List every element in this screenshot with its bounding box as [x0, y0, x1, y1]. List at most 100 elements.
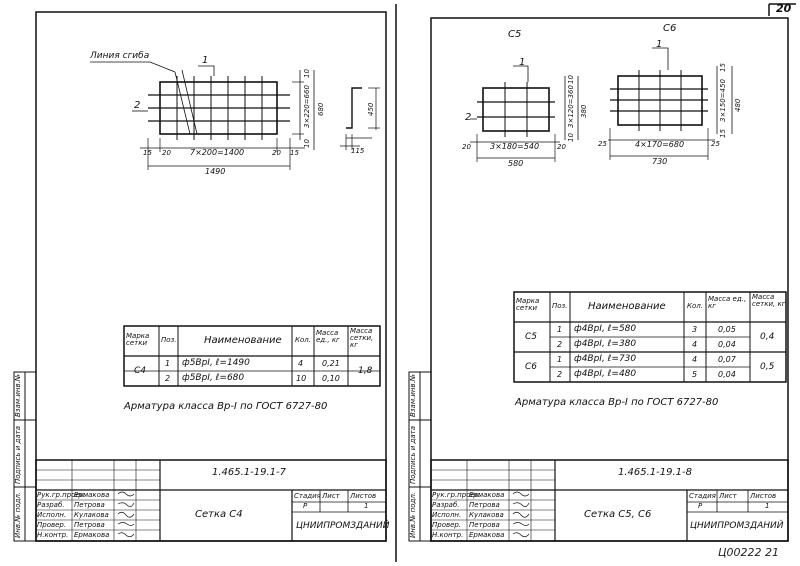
position-1-label: 1	[202, 55, 209, 66]
spec-mark: С5	[525, 332, 538, 342]
position-1-label: 1	[519, 57, 526, 68]
dimension-label: 3×150=450	[719, 79, 727, 122]
rebar-class-note: Арматура класса Вр-I по ГОСТ 6727-80	[124, 401, 328, 412]
dimension-label: 580	[508, 159, 524, 168]
dimension-label: 20	[462, 143, 471, 151]
dimension-label: 10	[567, 133, 575, 142]
dimension-label: 10	[303, 139, 311, 148]
spec-total-mass: 0,4	[760, 332, 775, 342]
spec-row-qty: 4	[692, 355, 698, 364]
document-code: 1.465.1-19.1-7	[212, 467, 287, 478]
spec-row-qty: 3	[692, 325, 698, 334]
person-name: Кулакова	[469, 511, 504, 519]
sheets-header: Листов	[350, 492, 377, 500]
stage-value: Р	[698, 502, 703, 510]
spec-header-unit-mass: Масса ед., кг	[708, 295, 747, 310]
position-2-label: 2	[134, 100, 141, 111]
spec-row-mass: 0,05	[718, 325, 736, 334]
rebar-class-note: Арматура класса Вр-I по ГОСТ 6727-80	[515, 397, 719, 408]
mesh-c5-label: С5	[508, 29, 522, 40]
spec-row-pos: 2	[557, 340, 563, 349]
spec-mark: С4	[134, 366, 147, 376]
spec-total-mass: 1,8	[358, 366, 373, 376]
role-label: Н.контр.	[37, 531, 69, 539]
person-name: Ермакова	[74, 531, 110, 539]
role-label: Исполн.	[37, 511, 67, 519]
role-label: Провер.	[37, 521, 67, 529]
spec-row-name: ф4ВрI, ℓ=380	[574, 339, 637, 349]
sheet-header: Лист	[719, 492, 737, 500]
sheets-value: 1	[765, 502, 770, 510]
page-number: 20	[776, 2, 792, 15]
position-2-label: 2	[465, 112, 472, 123]
person-name: Ермакова	[469, 531, 505, 539]
spec-row-name: ф4ВрI, ℓ=480	[574, 369, 637, 379]
dimension-label: 25	[598, 140, 607, 148]
spec-row-mass: 0,10	[322, 374, 340, 383]
dimension-label: 20	[557, 143, 566, 151]
spec-row-pos: 1	[165, 359, 171, 368]
dimension-label: 3×220=660	[303, 85, 311, 128]
dimension-label: 15	[143, 149, 152, 157]
spec-header-qty: Кол.	[295, 336, 311, 344]
person-name: Ермакова	[469, 491, 505, 499]
spec-header-name: Наименование	[204, 335, 282, 346]
mesh-c6-label: С6	[663, 23, 677, 34]
stage-header: Стадия	[689, 492, 716, 500]
spec-row-name: ф5ВрI, ℓ=680	[182, 373, 245, 383]
dimension-label: 450	[367, 102, 375, 116]
dimension-label: 115	[351, 147, 365, 155]
dimension-label: 680	[317, 102, 325, 116]
drawing-title: Сетка С5, С6	[584, 509, 652, 520]
dimension-label: 25	[711, 140, 720, 148]
spec-row-mass: 0,04	[718, 370, 736, 379]
spec-mark: С6	[525, 362, 538, 372]
spec-row-mass: 0,07	[718, 355, 736, 364]
person-name: Петрова	[469, 501, 500, 509]
archive-code: Ц00222 21	[718, 546, 780, 559]
role-label: Разраб.	[432, 501, 460, 509]
spec-header-total-mass: Масса сетки, кг	[752, 293, 786, 308]
side-strip-label: Взам.инв.№	[14, 373, 22, 417]
dimension-label: 10	[303, 69, 311, 78]
side-strip-label: Подпись и дата	[409, 426, 417, 484]
role-label: Исполн.	[432, 511, 462, 519]
spec-header-pos: Поз.	[552, 302, 568, 310]
spec-row-name: ф4ВрI, ℓ=580	[574, 324, 637, 334]
person-name: Петрова	[74, 501, 105, 509]
dimension-label: 15	[290, 149, 299, 157]
spec-row-mass: 0,04	[718, 340, 736, 349]
dimension-label: 3×120=360	[567, 85, 575, 128]
dimension-label: 15	[719, 63, 727, 72]
dimension-label: 1490	[205, 167, 226, 176]
organization-name: ЦНИИПРОМЗДАНИЙ	[690, 521, 784, 531]
spec-header-total-mass: Масса сетки, кг	[350, 327, 374, 349]
dimension-label: 20	[162, 149, 171, 157]
spec-header-pos: Поз.	[161, 336, 177, 344]
spec-row-pos: 1	[557, 355, 563, 364]
dimension-label: 20	[272, 149, 281, 157]
dimension-label: 4×170=680	[635, 140, 685, 149]
spec-row-pos: 1	[557, 325, 563, 334]
person-name: Ермакова	[74, 491, 110, 499]
person-name: Петрова	[469, 521, 500, 529]
dimension-label: 730	[652, 157, 668, 166]
spec-row-qty: 5	[692, 370, 698, 379]
spec-row-name: ф5ВрI, ℓ=1490	[182, 358, 250, 368]
spec-total-mass: 0,5	[760, 362, 775, 372]
dimension-label: 480	[734, 98, 742, 112]
side-strip-label: Взам.инв.№	[409, 373, 417, 417]
side-strip-label: Инв.№ подл.	[14, 491, 22, 538]
document-code: 1.465.1-19.1-8	[618, 467, 693, 478]
position-1-label: 1	[656, 39, 663, 50]
spec-row-name: ф4ВрI, ℓ=730	[574, 354, 637, 364]
role-label: Разраб.	[37, 501, 65, 509]
spec-row-qty: 4	[692, 340, 698, 349]
organization-name: ЦНИИПРОМЗДАНИЙ	[296, 521, 390, 531]
stage-header: Стадия	[294, 492, 321, 500]
drawing-title: Сетка С4	[195, 509, 243, 520]
spec-row-mass: 0,21	[322, 359, 340, 368]
dimension-label: 3×180=540	[490, 142, 540, 151]
side-strip-label: Подпись и дата	[14, 426, 22, 484]
